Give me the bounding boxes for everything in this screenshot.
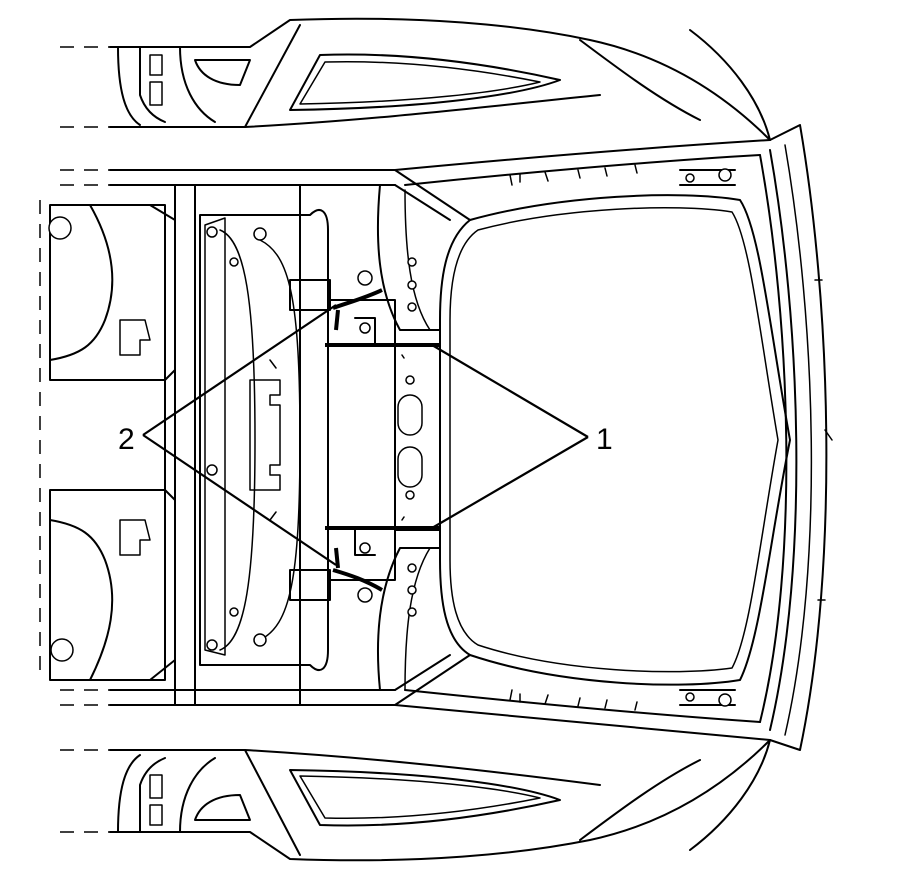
trunk-floor-opening bbox=[439, 194, 791, 686]
cut-lines bbox=[325, 343, 440, 530]
callout-leaders bbox=[142, 304, 589, 566]
weld-markers bbox=[332, 288, 384, 592]
lower-quarter-panel bbox=[60, 739, 771, 862]
callout-label-2: 2 bbox=[118, 423, 135, 456]
rear-end-panel bbox=[759, 124, 833, 751]
rear-panel-section bbox=[329, 184, 441, 691]
upper-rail bbox=[60, 139, 771, 221]
lower-rail bbox=[60, 654, 771, 741]
callout-label-1: 1 bbox=[596, 423, 613, 456]
upper-quarter-panel bbox=[60, 17, 771, 141]
left-floor-panels bbox=[39, 200, 176, 681]
rear-cross-member bbox=[174, 184, 331, 706]
